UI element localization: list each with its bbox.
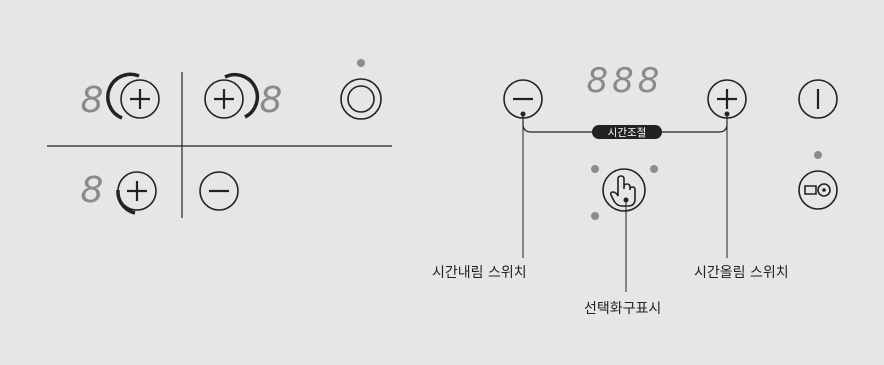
timer-display: 888 [587, 61, 664, 101]
burner-digit-bottom-left: 8 [81, 170, 104, 211]
callout-label-select-indicator: 선택화구표시 [584, 301, 662, 317]
key-lock-icon [804, 183, 831, 197]
heat-arc-icon [106, 72, 140, 120]
indicator-dot [814, 151, 822, 159]
heat-arc-icon [224, 72, 260, 119]
plus-button-top-left[interactable] [106, 72, 160, 120]
timer-badge-label: 시간조절 [608, 126, 647, 139]
plus-icon [717, 89, 737, 109]
indicator-dot [650, 165, 658, 173]
burner-display-bottom-left: 8 [81, 170, 104, 211]
timer-badge: 시간조절 [592, 125, 662, 139]
key-lock-button[interactable] [798, 151, 838, 210]
indicator-dot [591, 212, 599, 220]
burner-display-top-right: 8 [260, 80, 283, 121]
plus-button-top-right[interactable] [204, 72, 260, 119]
plus-icon [127, 181, 147, 201]
indicator-dot [591, 165, 599, 173]
touch-hand-icon [609, 175, 636, 207]
time-up-button[interactable] [707, 79, 747, 119]
plus-icon [130, 89, 150, 109]
power-button[interactable] [798, 79, 838, 119]
burner-display-top-left: 8 [81, 80, 104, 121]
plus-button-bottom-left[interactable] [116, 171, 157, 215]
select-burner-button[interactable] [591, 165, 658, 220]
indicator-dot [357, 59, 365, 67]
callout-label-time-up: 시간올림 스위치 [694, 265, 789, 281]
minus-button-bottom-right[interactable] [199, 171, 239, 211]
plus-icon [214, 89, 234, 109]
callout-label-time-down: 시간내림 스위치 [432, 265, 527, 281]
burner-digit-top-right: 8 [260, 80, 283, 121]
dual-zone-button[interactable] [340, 59, 382, 120]
burner-digit-top-left: 8 [81, 80, 104, 121]
concentric-circle-icon [347, 85, 375, 113]
time-down-button[interactable] [503, 79, 543, 119]
